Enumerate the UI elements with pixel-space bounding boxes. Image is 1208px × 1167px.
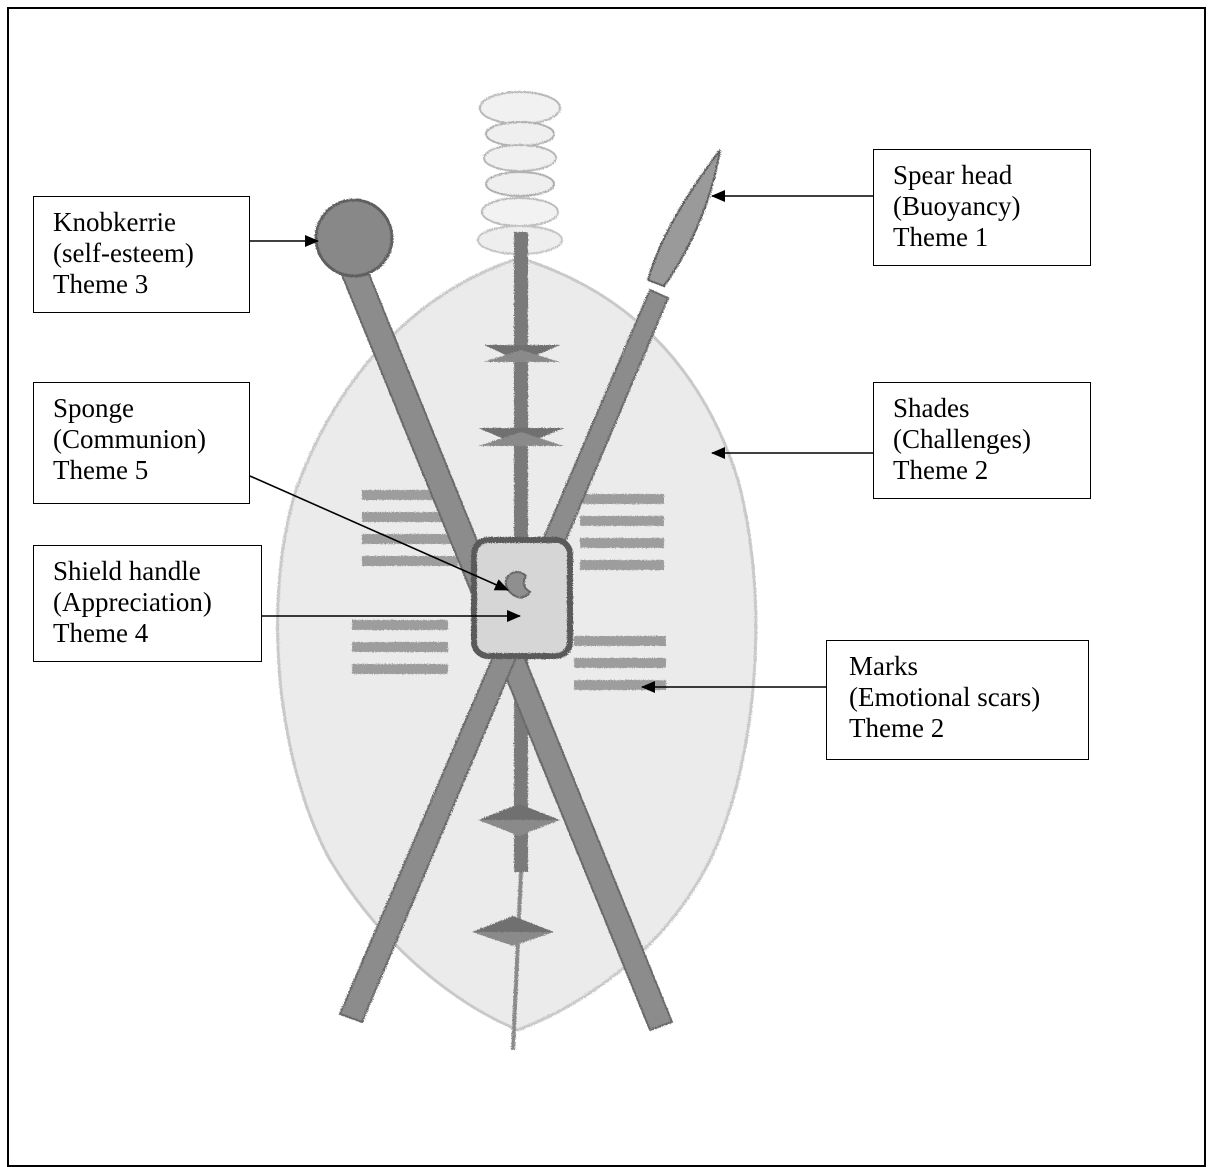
label-spear-head-meaning: (Buoyancy) <box>893 191 1076 222</box>
label-sponge-theme: Theme 5 <box>53 455 235 486</box>
label-sponge: Sponge (Communion) Theme 5 <box>33 382 250 504</box>
label-shield-handle: Shield handle (Appreciation) Theme 4 <box>33 545 262 662</box>
label-sponge-name: Sponge <box>53 393 235 424</box>
label-marks-meaning: (Emotional scars) <box>849 682 1074 713</box>
label-shades-meaning: (Challenges) <box>893 424 1076 455</box>
label-shades-theme: Theme 2 <box>893 455 1076 486</box>
label-spear-head-theme: Theme 1 <box>893 222 1076 253</box>
label-shades: Shades (Challenges) Theme 2 <box>873 382 1091 499</box>
spear-head <box>648 150 720 286</box>
label-marks: Marks (Emotional scars) Theme 2 <box>826 640 1089 760</box>
label-marks-theme: Theme 2 <box>849 713 1074 744</box>
label-marks-name: Marks <box>849 651 1074 682</box>
label-knobkerrie: Knobkerrie (self-esteem) Theme 3 <box>33 196 250 313</box>
label-shield-handle-theme: Theme 4 <box>53 618 247 649</box>
label-shades-name: Shades <box>893 393 1076 424</box>
label-shield-handle-meaning: (Appreciation) <box>53 587 247 618</box>
shield-top-ornament <box>478 92 562 254</box>
label-spear-head-name: Spear head <box>893 160 1076 191</box>
label-knobkerrie-theme: Theme 3 <box>53 269 235 300</box>
shield-handle <box>474 540 570 656</box>
label-spear-head: Spear head (Buoyancy) Theme 1 <box>873 149 1091 266</box>
label-shield-handle-name: Shield handle <box>53 556 247 587</box>
label-knobkerrie-name: Knobkerrie <box>53 207 235 238</box>
label-sponge-meaning: (Communion) <box>53 424 235 455</box>
label-knobkerrie-meaning: (self-esteem) <box>53 238 235 269</box>
